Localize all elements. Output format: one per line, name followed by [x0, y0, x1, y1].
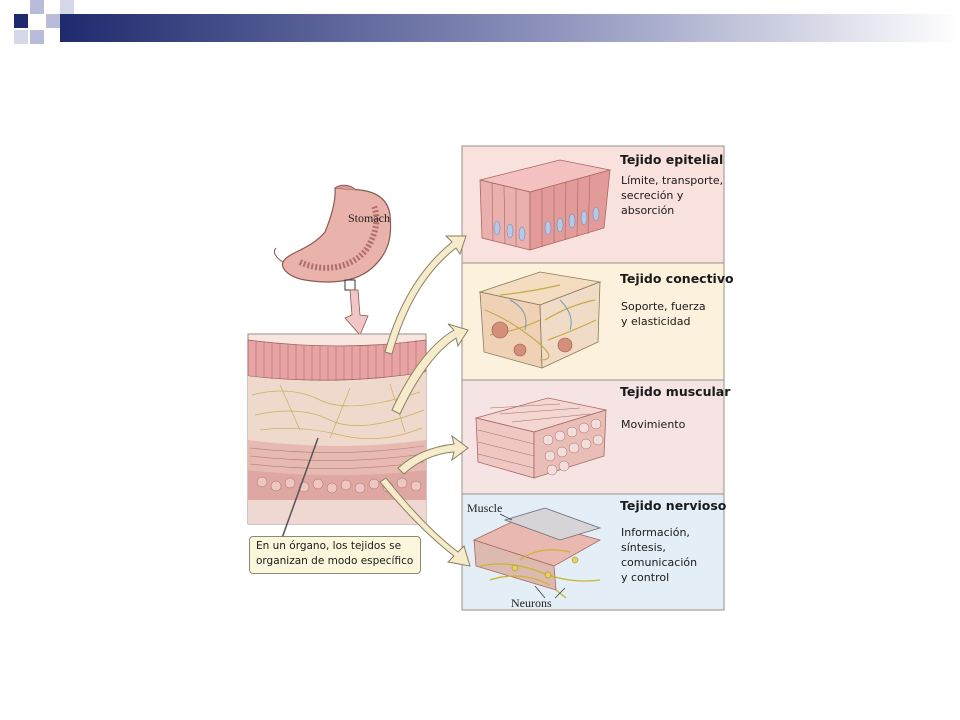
- callout-line: organizan de modo específico: [256, 555, 414, 567]
- desc-line: comunicación: [621, 556, 698, 569]
- header-square: [30, 0, 44, 14]
- nervous-tissue-illustration: [472, 507, 602, 599]
- header-square: [14, 30, 28, 44]
- title-epitelial: Tejido epitelial: [620, 152, 724, 167]
- desc-epitelial: Límite, transporte, secreción y absorció…: [621, 173, 723, 218]
- organ-callout-box: En un órgano, los tejidos se organizan d…: [249, 536, 421, 574]
- title-conectivo: Tejido conectivo: [620, 271, 734, 286]
- desc-muscular: Movimiento: [621, 417, 685, 432]
- desc-nervioso: Información, síntesis, comunicación y co…: [621, 525, 697, 585]
- desc-line: Información,: [621, 526, 690, 539]
- stomach-illustration: [273, 184, 392, 336]
- header-square: [46, 14, 60, 28]
- organ-cross-section: [247, 333, 427, 525]
- header-square: [30, 30, 44, 44]
- stomach-label: Stomach: [348, 211, 390, 225]
- callout-pointer: [281, 437, 319, 539]
- header-square: [60, 0, 74, 14]
- muscle-tissue-illustration: [474, 397, 607, 479]
- desc-line: Movimiento: [621, 418, 686, 431]
- header-gradient-band: [60, 14, 960, 42]
- arrow-epitelial: [384, 235, 467, 355]
- title-muscular: Tejido muscular: [620, 384, 731, 399]
- desc-line: absorción: [621, 204, 675, 217]
- muscle-label: Muscle: [467, 501, 503, 515]
- header-square: [14, 14, 28, 28]
- arrow-muscular: [397, 434, 469, 475]
- desc-line: Límite, transporte,: [621, 174, 724, 187]
- epithelial-tissue-illustration: [479, 159, 611, 251]
- connector-arrows: [379, 235, 471, 567]
- arrow-conectivo: [391, 323, 469, 415]
- desc-line: síntesis,: [621, 541, 666, 554]
- callout-line: En un órgano, los tejidos se: [256, 540, 402, 552]
- desc-line: Soporte, fuerza: [621, 300, 706, 313]
- header-bar: [14, 0, 960, 44]
- arrow-nervioso: [379, 477, 471, 567]
- neurons-label: Neurons: [511, 596, 552, 610]
- desc-line: y elasticidad: [621, 315, 691, 328]
- desc-conectivo: Soporte, fuerza y elasticidad: [621, 299, 706, 329]
- title-nervioso: Tejido nervioso: [620, 498, 727, 513]
- desc-line: secreción y: [621, 189, 684, 202]
- desc-line: y control: [621, 571, 670, 584]
- connective-tissue-illustration: [478, 271, 602, 369]
